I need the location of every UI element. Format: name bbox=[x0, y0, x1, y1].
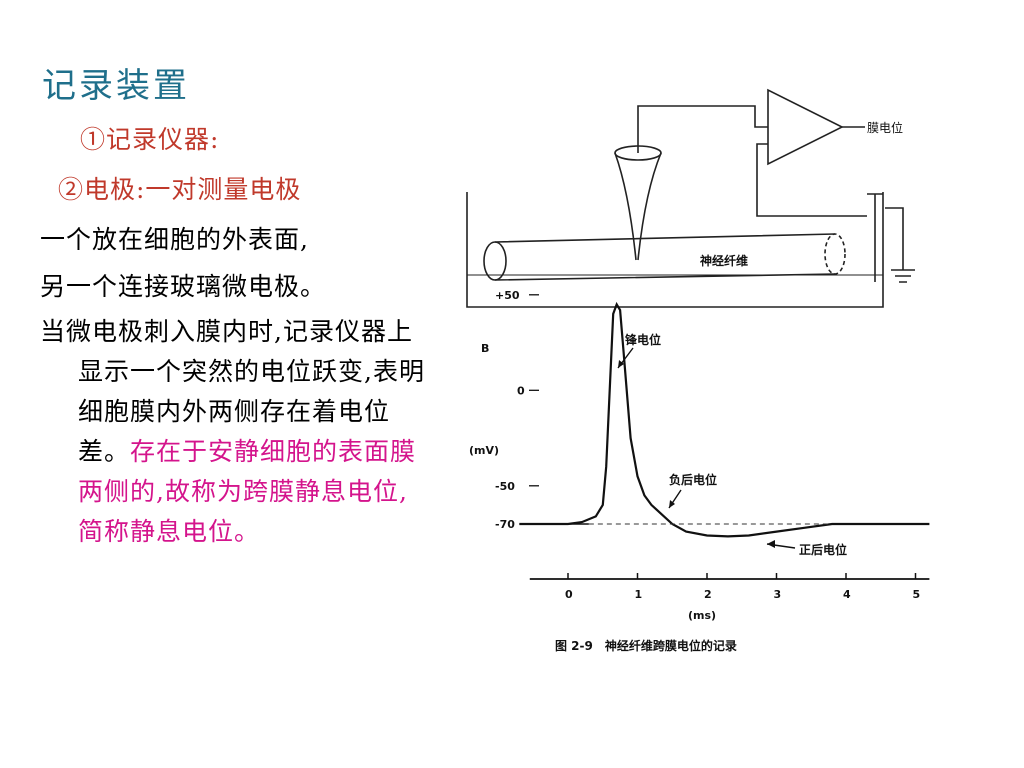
x-tick-label: 4 bbox=[843, 588, 851, 601]
nerve-fiber-body bbox=[494, 233, 836, 281]
negative-after-arrowhead bbox=[669, 500, 675, 508]
y-tick-label: -70 bbox=[495, 518, 515, 531]
paragraph-black-text: 当微电极刺入膜内时,记录仪器上显示一个突然的电位跃变,表明细胞膜内外两侧存在着电… bbox=[40, 317, 425, 466]
amplifier-triangle bbox=[767, 88, 844, 166]
microelectrode-tip bbox=[614, 152, 662, 261]
spike-arrowhead bbox=[618, 360, 624, 368]
negative-after-label: 负后电位 bbox=[669, 472, 717, 487]
apparatus-diagram bbox=[466, 88, 915, 308]
microelectrode-wire bbox=[637, 105, 768, 153]
x-unit-label: (ms) bbox=[688, 609, 716, 622]
panel-b-label: B bbox=[481, 342, 489, 355]
item-electrodes: ②电极:一对测量电极 bbox=[58, 175, 302, 204]
x-tick-label: 3 bbox=[774, 588, 782, 601]
reference-wire-top bbox=[756, 143, 867, 217]
figure-recording-apparatus: 膜电位 神经纤维 B (mV) +50 0 -50 -70 0 1 2 3 4 5 (ms) 锋… bbox=[455, 82, 950, 667]
electrode-inner-text: 另一个连接玻璃微电极。 bbox=[40, 272, 327, 301]
fiber-left-end bbox=[483, 241, 507, 281]
amplifier-label: 膜电位 bbox=[867, 120, 903, 135]
x-tick-labels: 0 1 2 3 4 5 bbox=[565, 573, 920, 601]
x-tick-label: 5 bbox=[913, 588, 921, 601]
reference-electrode bbox=[867, 193, 883, 282]
positive-after-arrowhead bbox=[767, 540, 775, 548]
y-tick-label: +50 bbox=[495, 289, 520, 302]
spike-label: 锋电位 bbox=[625, 332, 661, 347]
y-unit-label: (mV) bbox=[469, 444, 499, 457]
y-tick-label: -50 bbox=[495, 480, 515, 493]
slide-title: 记录装置 bbox=[42, 66, 190, 106]
resting-potential-paragraph: 当微电极刺入膜内时,记录仪器上显示一个突然的电位跃变,表明细胞膜内外两侧存在着电… bbox=[40, 312, 430, 552]
paragraph-highlight-text: 存在于安静细胞的表面膜两侧的,故称为跨膜静息电位,简称静息电位。 bbox=[78, 437, 417, 546]
membrane-potential-trace bbox=[519, 301, 930, 538]
y-tick-labels: +50 0 -50 -70 bbox=[495, 289, 589, 531]
electrode-outer-text: 一个放在细胞的外表面, bbox=[40, 225, 309, 254]
figure-svg: 膜电位 神经纤维 B (mV) +50 0 -50 -70 0 1 2 3 4 5 (ms) 锋… bbox=[466, 88, 930, 653]
item-recorder: ①记录仪器: bbox=[80, 125, 220, 154]
x-tick-label: 1 bbox=[635, 588, 643, 601]
ground-wire bbox=[885, 207, 904, 270]
positive-after-label: 正后电位 bbox=[799, 542, 847, 557]
y-tick-label: 0 bbox=[517, 384, 525, 397]
ground-symbol bbox=[891, 269, 915, 283]
fiber-right-end bbox=[824, 233, 846, 275]
x-tick-label: 2 bbox=[704, 588, 712, 601]
bath-container bbox=[466, 192, 884, 308]
fiber-label: 神经纤维 bbox=[700, 253, 748, 268]
x-tick-label: 0 bbox=[565, 588, 573, 601]
figure-caption: 图 2-9 神经纤维跨膜电位的记录 bbox=[555, 638, 737, 653]
